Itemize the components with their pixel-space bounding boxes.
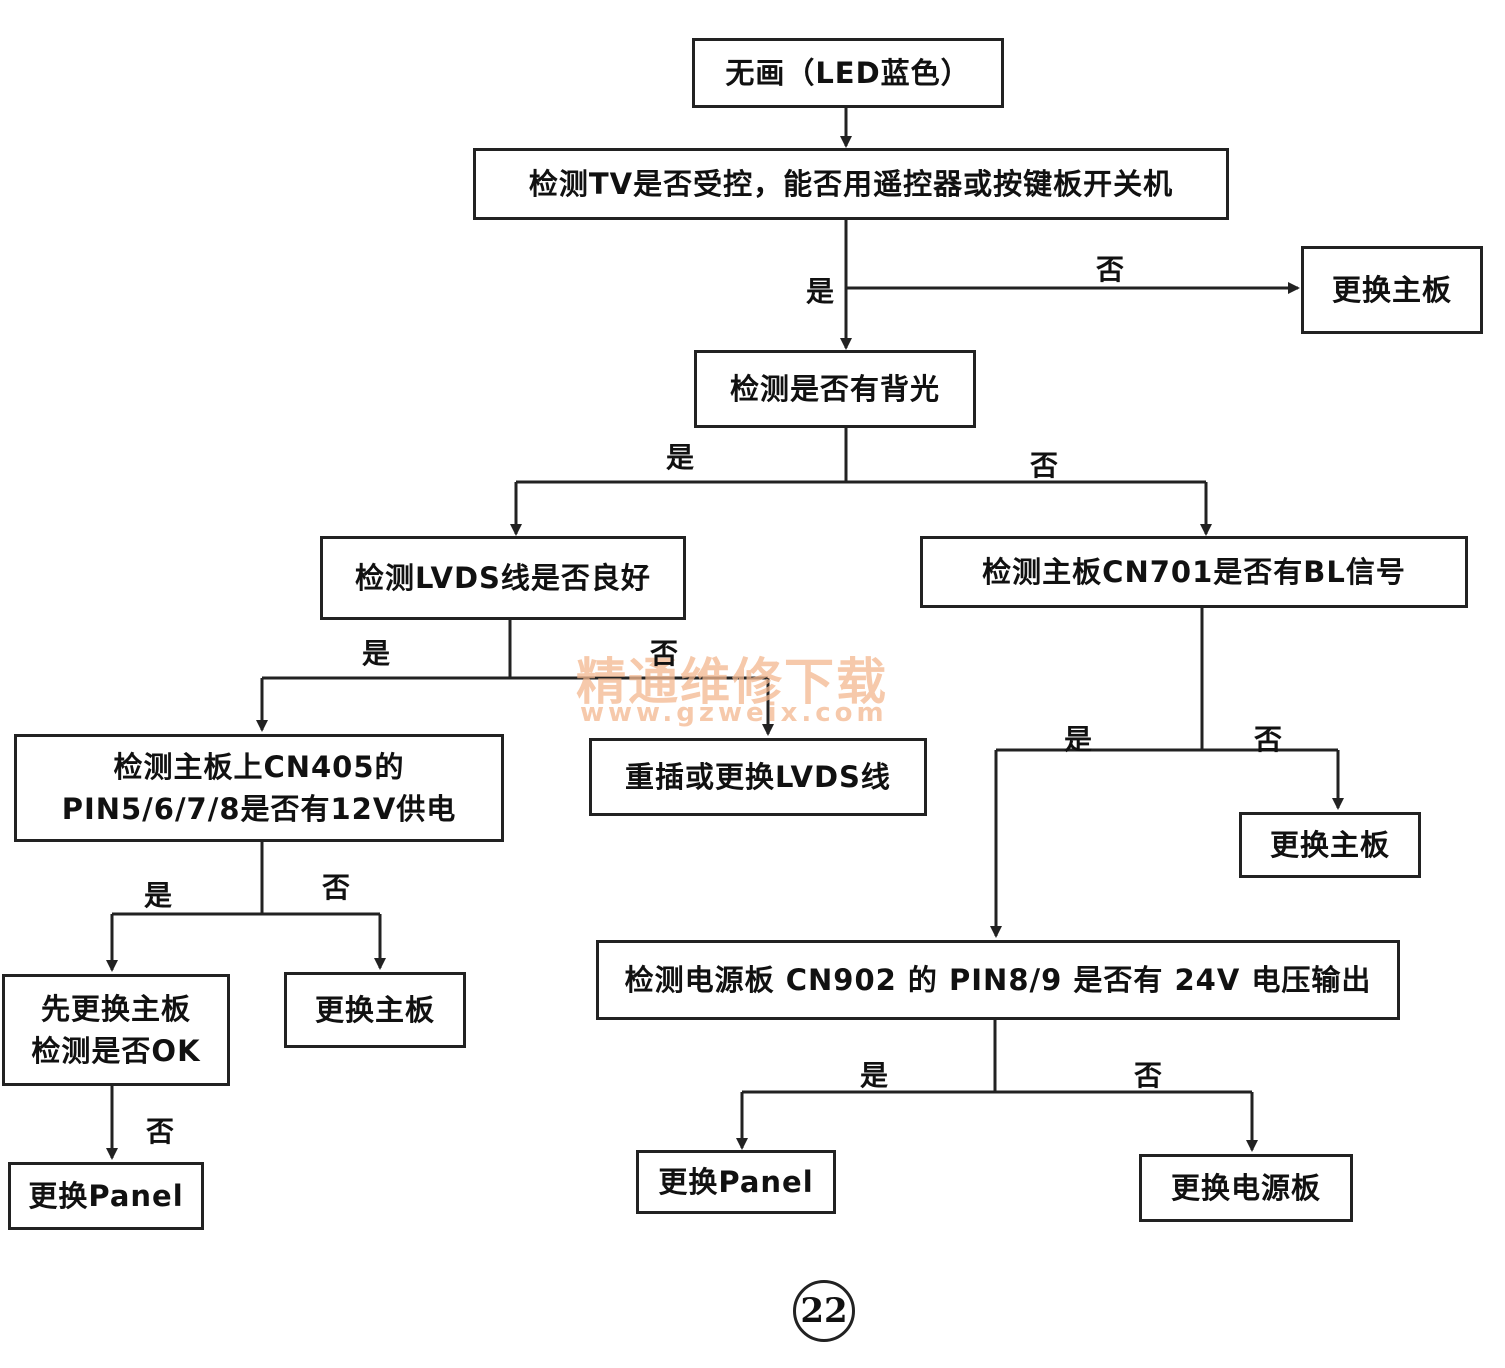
check-backlight-node: 检测是否有背光: [694, 350, 976, 428]
check-cn405-text-line2: PIN5/6/7/8是否有12V供电: [61, 792, 457, 826]
replace-panel-text-1: 更换Panel: [28, 1178, 184, 1213]
label-yes-bl: 是: [1064, 723, 1093, 756]
label-yes-cn405: 是: [144, 879, 173, 912]
label-no-first-replace: 否: [146, 1115, 175, 1148]
label-yes-backlight: 是: [666, 441, 695, 474]
check-bl-signal-text: 检测主板CN701是否有BL信号: [982, 554, 1406, 589]
watermark-title: 精通维修下载: [576, 653, 888, 711]
replace-main-board-node-3: 更换主板: [284, 972, 466, 1048]
replace-main-board-node-2: 更换主板: [1239, 812, 1421, 878]
check-power-board-text: 检测电源板 CN902 的 PIN8/9 是否有 24V 电压输出: [624, 962, 1372, 997]
start-node-text: 无画（LED蓝色）: [725, 55, 971, 90]
check-backlight-text: 检测是否有背光: [729, 371, 940, 406]
check-tv-control-node: 检测TV是否受控，能否用遥控器或按键板开关机: [473, 148, 1229, 220]
check-cn405-text-line1: 检测主板上CN405的: [113, 749, 405, 784]
check-lvds-node: 检测LVDS线是否良好: [320, 536, 686, 620]
label-no-power: 否: [1134, 1059, 1163, 1092]
start-node: 无画（LED蓝色）: [692, 38, 1004, 108]
reinsert-lvds-text: 重插或更换LVDS线: [625, 759, 891, 794]
label-yes-check-tv: 是: [806, 275, 835, 308]
replace-panel-node-1: 更换Panel: [8, 1162, 204, 1230]
replace-main-board-text-1: 更换主板: [1331, 272, 1452, 307]
check-cn405-node: 检测主板上CN405的 PIN5/6/7/8是否有12V供电: [14, 734, 504, 842]
first-replace-main-text-line2: 检测是否OK: [31, 1034, 201, 1068]
replace-power-board-node: 更换电源板: [1139, 1154, 1353, 1222]
label-yes-lvds: 是: [362, 637, 391, 670]
reinsert-lvds-node: 重插或更换LVDS线: [589, 738, 927, 816]
first-replace-main-node: 先更换主板 检测是否OK: [2, 974, 230, 1086]
replace-power-board-text: 更换电源板: [1170, 1170, 1321, 1205]
label-no-cn405: 否: [322, 871, 351, 904]
label-no-check-tv: 否: [1096, 253, 1125, 286]
replace-panel-text-2: 更换Panel: [658, 1164, 814, 1199]
check-power-board-node: 检测电源板 CN902 的 PIN8/9 是否有 24V 电压输出: [596, 940, 1400, 1020]
replace-main-board-node-1: 更换主板: [1301, 246, 1483, 334]
label-no-bl: 否: [1254, 723, 1283, 756]
label-no-backlight: 否: [1030, 449, 1059, 482]
replace-main-board-text-2: 更换主板: [1269, 827, 1390, 862]
check-tv-control-text: 检测TV是否受控，能否用遥控器或按键板开关机: [528, 166, 1174, 201]
first-replace-main-text-line1: 先更换主板: [40, 991, 191, 1026]
check-bl-signal-node: 检测主板CN701是否有BL信号: [920, 536, 1468, 608]
replace-panel-node-2: 更换Panel: [636, 1150, 836, 1214]
label-yes-power: 是: [860, 1059, 889, 1092]
label-no-lvds: 否: [650, 637, 679, 670]
check-lvds-text: 检测LVDS线是否良好: [355, 560, 651, 595]
watermark-url: www.gzweix.com: [580, 698, 888, 728]
page-number: 22: [793, 1280, 855, 1342]
replace-main-board-text-3: 更换主板: [314, 992, 435, 1027]
